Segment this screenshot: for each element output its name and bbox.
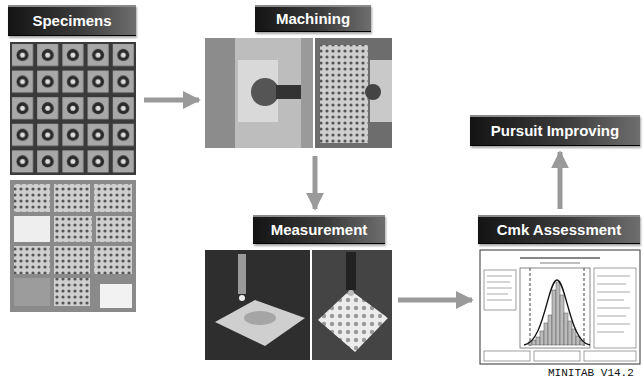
flow-arrow: [558, 152, 563, 209]
machining-photo: [315, 38, 392, 148]
stage-node: Pursuit Improving: [470, 115, 640, 146]
stage-node: Measurement: [205, 215, 392, 363]
measurement-photo: [205, 250, 310, 360]
stage-header: Measurement: [253, 215, 385, 244]
flow-arrow: [398, 298, 472, 303]
flow-arrow: [313, 156, 318, 209]
capability-chart: [480, 250, 640, 364]
specimen-photo: [10, 180, 136, 312]
stage-node: Specimens: [8, 5, 138, 315]
stage-title: Specimens: [32, 13, 111, 30]
measurement-photo: [312, 250, 392, 360]
stage-title: Pursuit Improving: [491, 123, 619, 140]
stage-header: Cmk Assessment: [478, 215, 640, 244]
stage-header: Machining: [255, 5, 371, 32]
stage-title: Measurement: [271, 222, 368, 239]
stage-title: Machining: [276, 11, 350, 28]
stage-title: Cmk Assessment: [497, 222, 622, 239]
stage-header: Specimens: [8, 5, 136, 36]
stage-node: Machining: [205, 5, 392, 150]
specimen-photo: [10, 42, 136, 175]
software-label: MINITAB V14.2: [548, 367, 634, 379]
stage-header: Pursuit Improving: [470, 115, 640, 146]
flow-arrow: [144, 98, 199, 103]
stage-node: Cmk Assessment: [478, 215, 640, 365]
machining-photo: [205, 38, 313, 148]
